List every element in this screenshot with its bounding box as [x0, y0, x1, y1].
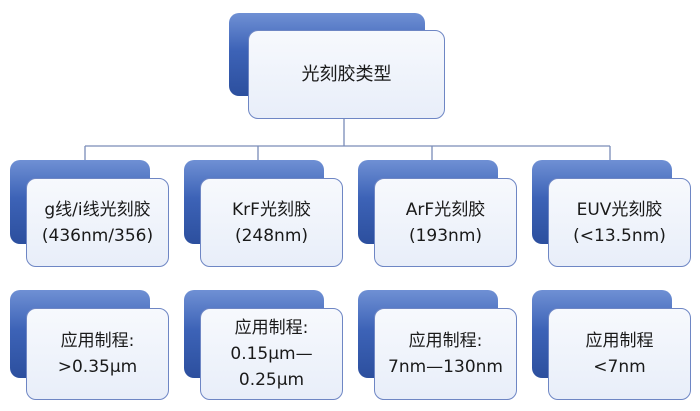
category-node-card: g线/i线光刻胶 (436nm/356): [26, 178, 169, 267]
process-label: 应用制程: 7nm—130nm: [388, 331, 503, 377]
category-node-g-i-line: g线/i线光刻胶 (436nm/356): [10, 160, 170, 268]
process-node-card: 应用制程: 7nm—130nm: [374, 308, 517, 400]
category-node-card: KrF光刻胶 (248nm): [200, 178, 343, 267]
root-node-label: 光刻胶类型: [301, 63, 392, 85]
category-node-euv: EUV光刻胶 (<13.5nm): [532, 160, 692, 268]
process-node-krf: 应用制程: 0.15μm— 0.25μm: [184, 290, 344, 402]
category-title: ArF光刻胶 (193nm): [405, 199, 486, 246]
process-node-card: 应用制程: >0.35μm: [26, 308, 169, 400]
root-node-card: 光刻胶类型: [248, 30, 445, 119]
process-label: 应用制程: >0.35μm: [57, 331, 138, 377]
process-node-g-i-line: 应用制程: >0.35μm: [10, 290, 170, 402]
process-node-card: 应用制程: 0.15μm— 0.25μm: [200, 308, 343, 400]
category-node-card: ArF光刻胶 (193nm): [374, 178, 517, 267]
process-label: 应用制程 <7nm: [585, 331, 654, 377]
category-title: EUV光刻胶 (<13.5nm): [573, 199, 666, 246]
category-title: KrF光刻胶 (248nm): [232, 199, 311, 246]
category-node-arf: ArF光刻胶 (193nm): [358, 160, 518, 268]
root-node: 光刻胶类型: [229, 13, 447, 121]
process-label: 应用制程: 0.15μm— 0.25μm: [230, 318, 313, 390]
process-node-euv: 应用制程 <7nm: [532, 290, 692, 402]
process-node-arf: 应用制程: 7nm—130nm: [358, 290, 518, 402]
process-node-card: 应用制程 <7nm: [548, 308, 691, 400]
category-title: g线/i线光刻胶 (436nm/356): [41, 199, 154, 246]
category-node-card: EUV光刻胶 (<13.5nm): [548, 178, 691, 267]
category-node-krf: KrF光刻胶 (248nm): [184, 160, 344, 268]
